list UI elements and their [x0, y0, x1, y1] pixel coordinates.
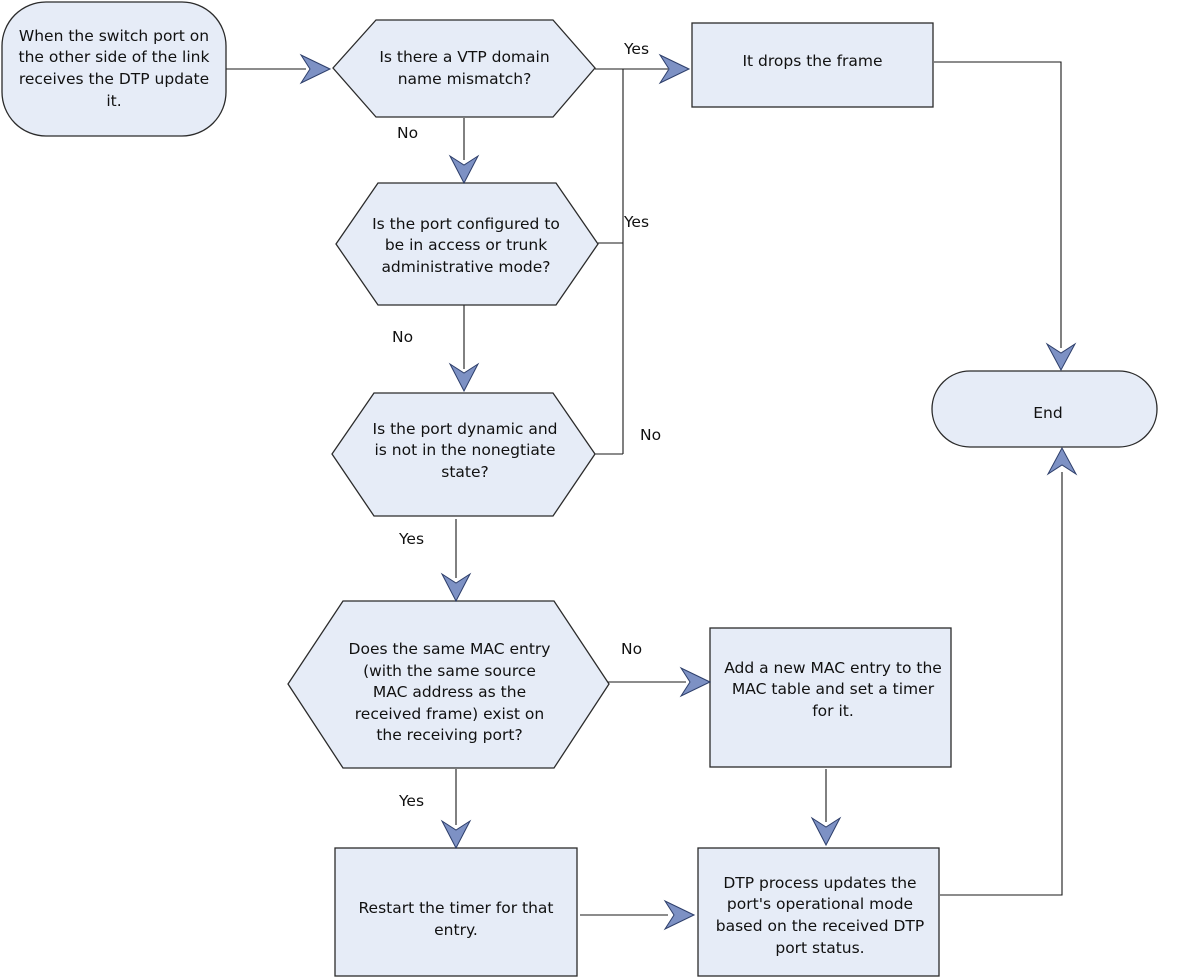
start-label: When the switch port on the other side o… — [18, 26, 210, 110]
arrowhead-into-admin — [448, 154, 480, 185]
edge-label-mac-yes: Yes — [399, 792, 425, 810]
end-terminator — [931, 370, 1158, 448]
add-mac-process — [709, 627, 952, 768]
arrowhead-into-end-bottom — [1046, 446, 1078, 476]
mac-exists-label: Does the same MAC entry (with the same s… — [348, 640, 551, 745]
edge-label-admin-yes: Yes — [624, 213, 650, 231]
connector-dtp-to-end — [940, 472, 1063, 896]
edge-label-dynamic-yes: Yes — [399, 530, 425, 548]
edge-label-vtp-no: No — [397, 124, 419, 142]
arrowhead-into-dtp-from-restart — [663, 899, 696, 931]
arrowhead-into-dynamic — [448, 362, 480, 393]
edge-label-mac-no: No — [621, 640, 643, 658]
arrowhead-into-vtp — [299, 53, 332, 85]
edge-label-admin-no: No — [392, 328, 414, 346]
mac-exists-decision — [287, 600, 610, 769]
connectors — [226, 61, 1063, 916]
start-terminator — [1, 1, 227, 137]
end-label: End — [1033, 404, 1063, 423]
arrowhead-into-dtp-from-add — [810, 816, 842, 847]
admin-mode-label: Is the port configured to be in access o… — [372, 214, 560, 276]
dtp-update-process — [697, 847, 940, 977]
arrowhead-into-add — [679, 666, 712, 698]
arrowhead-into-drop — [658, 53, 691, 85]
dynamic-port-decision — [331, 392, 596, 517]
restart-timer-label: Restart the timer for that entry. — [358, 899, 554, 939]
edge-label-dynamic-no: No — [640, 426, 662, 444]
vtp-mismatch-label: Is there a VTP domain name mismatch? — [379, 48, 550, 88]
arrowhead-into-restart — [440, 819, 472, 850]
dynamic-port-label: Is the port dynamic and is not in the no… — [372, 419, 558, 481]
drops-frame-label: It drops the frame — [742, 52, 883, 71]
dtp-update-label: DTP process updates the port's operation… — [715, 873, 925, 957]
edge-label-vtp-yes: Yes — [624, 40, 650, 58]
arrowheads — [299, 53, 1078, 931]
drops-frame-process — [691, 22, 934, 108]
arrowhead-into-mac — [440, 572, 472, 603]
connector-drop-to-end — [934, 61, 1062, 348]
arrowhead-into-end-top — [1045, 342, 1077, 372]
add-mac-label: Add a new MAC entry to the MAC table and… — [724, 658, 942, 720]
admin-mode-decision — [335, 182, 599, 306]
nodes — [1, 1, 1158, 977]
restart-timer-process — [334, 847, 578, 977]
vtp-mismatch-decision — [332, 19, 596, 118]
